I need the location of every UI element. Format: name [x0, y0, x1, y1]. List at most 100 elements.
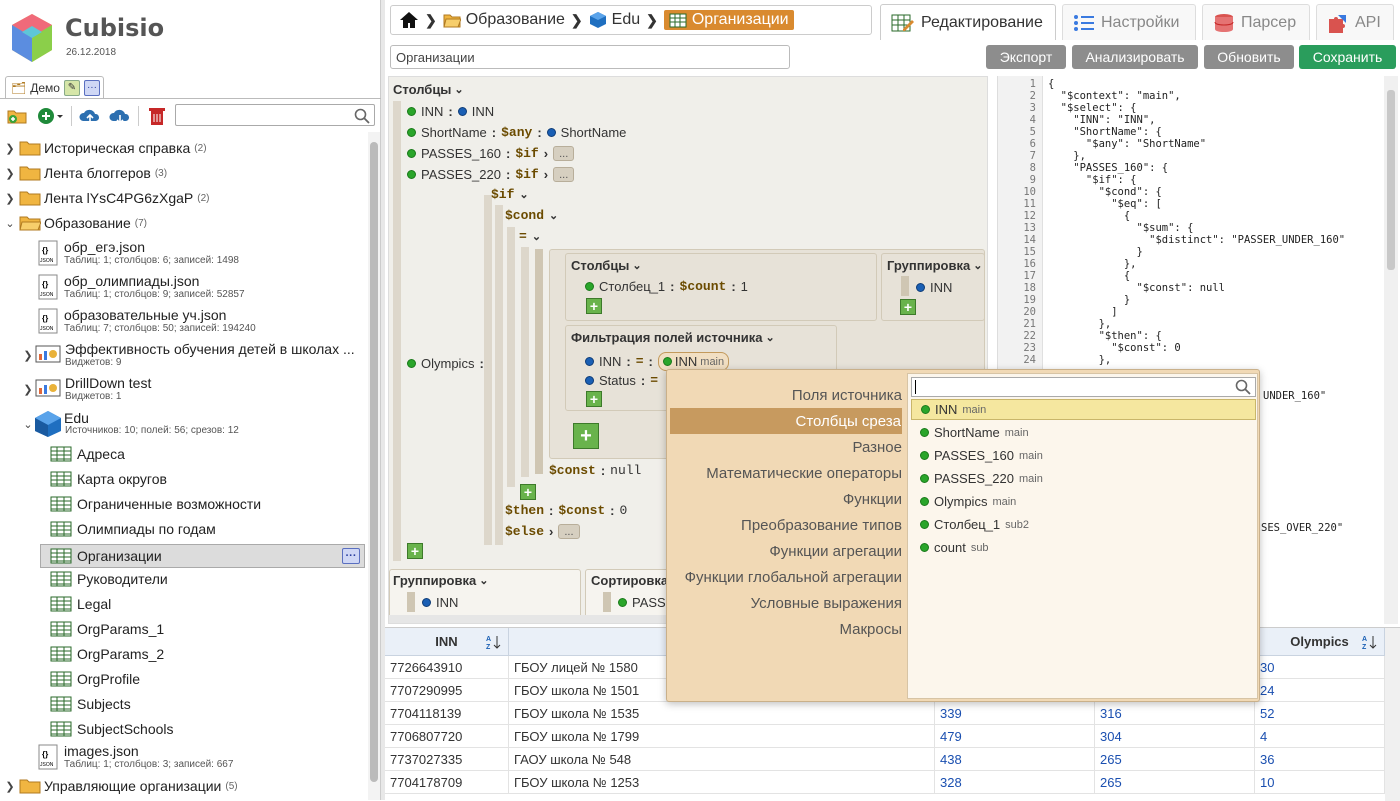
column-row[interactable]: INN: INN	[407, 104, 494, 119]
table-cell[interactable]: 265	[1095, 771, 1255, 794]
export-button[interactable]: Экспорт	[986, 45, 1066, 69]
column-row[interactable]: PASSES_160: $if › ...	[407, 146, 575, 161]
chevron-down-icon[interactable]: ⌄	[765, 332, 775, 344]
tree-json-file[interactable]: {}JSON обр_егэ.json Таблиц: 1; столбцов:…	[38, 238, 239, 268]
add-section-button[interactable]: +	[573, 423, 599, 449]
grouping-row[interactable]: INN	[422, 595, 458, 610]
tree-slice[interactable]: Subjects	[50, 694, 131, 714]
scroll-thumb[interactable]	[1387, 90, 1395, 270]
tree-slice[interactable]: Руководители	[50, 569, 168, 589]
eq-operator[interactable]: =⌄	[519, 229, 541, 244]
chevron-right-icon[interactable]: ❯	[23, 349, 33, 362]
add-column-button[interactable]: +	[586, 298, 602, 314]
table-cell[interactable]: 52	[1255, 702, 1385, 725]
chevron-down-icon[interactable]: ⌄	[549, 210, 559, 222]
tree-folder[interactable]: ❯Управляющие организации(5)	[4, 777, 237, 795]
tree-folder[interactable]: ❯ Историческая справка (2)	[4, 139, 206, 157]
popup-category[interactable]: Макросы	[839, 621, 902, 638]
inner-columns-header[interactable]: Столбцы⌄	[571, 258, 642, 273]
table-cell[interactable]: ГБОУ школа № 1535	[509, 702, 935, 725]
table-cell[interactable]: 479	[935, 725, 1095, 748]
popup-category[interactable]: Поля источника	[791, 387, 902, 404]
chevron-down-icon[interactable]: ⌄	[479, 575, 489, 587]
project-menu-button[interactable]: ···	[83, 79, 100, 96]
add-operand-button[interactable]: +	[520, 484, 536, 500]
if-operator[interactable]: $if⌄	[491, 187, 529, 202]
tree-json-file[interactable]: {}JSON образовательные уч.json Таблиц: 7…	[38, 306, 256, 336]
tree-slice[interactable]: OrgProfile	[50, 669, 140, 689]
popup-category[interactable]: Разное	[852, 439, 902, 456]
table-cell[interactable]: 24	[1255, 679, 1385, 702]
drag-handle[interactable]	[407, 592, 415, 612]
popup-search-input[interactable]	[911, 377, 1256, 397]
drag-handle[interactable]	[901, 276, 909, 296]
table-cell[interactable]: 328	[935, 771, 1095, 794]
cond-operator[interactable]: $cond⌄	[505, 208, 558, 223]
tree-json-file[interactable]: {}JSON обр_олимпиады.json Таблиц: 1; сто…	[38, 272, 245, 302]
home-icon[interactable]	[399, 11, 419, 29]
tab-settings[interactable]: Настройки	[1062, 4, 1196, 40]
popup-category[interactable]: Функции агрегации	[769, 543, 902, 560]
sort-az-icon[interactable]: AZ	[1362, 634, 1378, 650]
breadcrumb-item[interactable]: Образование	[443, 11, 565, 29]
add-root-column-button[interactable]: +	[407, 543, 423, 559]
collapsed-expression[interactable]: ...	[558, 524, 580, 539]
filter-row[interactable]: INN: =: INN main	[585, 352, 730, 371]
column-row[interactable]: PASSES_220: $if › ...	[407, 167, 575, 182]
tree-folder[interactable]: ❯ Лента блоггеров (3)	[4, 164, 167, 182]
json-scrollbar[interactable]	[1384, 76, 1398, 624]
upload-button[interactable]	[78, 105, 102, 127]
popup-category[interactable]: Функции глобальной агрегации	[684, 569, 902, 586]
else-row[interactable]: $else › ...	[505, 524, 580, 539]
chevron-right-icon[interactable]: ❯	[5, 142, 15, 155]
chevron-right-icon[interactable]: ›	[543, 167, 549, 182]
breadcrumb-item-active[interactable]: Организации	[663, 10, 794, 30]
table-cell[interactable]: 316	[1095, 702, 1255, 725]
chevron-right-icon[interactable]: ❯	[5, 192, 15, 205]
table-cell[interactable]: 7707290995	[385, 679, 509, 702]
popup-category[interactable]: Преобразование типов	[741, 517, 902, 534]
table-cell[interactable]: 7726643910	[385, 656, 509, 679]
edit-pencil-icon[interactable]: ✎	[63, 79, 80, 96]
filter-row[interactable]: Status: =	[585, 373, 658, 388]
analyze-button[interactable]: Анализировать	[1072, 45, 1198, 69]
tab-edit[interactable]: Редактирование	[880, 4, 1056, 40]
chevron-down-icon[interactable]: ⌄	[531, 231, 542, 243]
chevron-down-icon[interactable]: ⌄	[519, 189, 529, 201]
chevron-down-icon[interactable]: ⌄	[632, 260, 642, 272]
chevron-down-icon[interactable]: ⌄	[5, 217, 15, 230]
table-cell[interactable]: 7706807720	[385, 725, 509, 748]
breadcrumb-item[interactable]: Edu	[589, 11, 640, 29]
table-cell[interactable]: 339	[935, 702, 1095, 725]
tree-slice[interactable]: Адреса	[50, 444, 125, 464]
popup-category[interactable]: Математические операторы	[706, 465, 902, 482]
tree-slice[interactable]: SubjectSchools	[50, 719, 174, 739]
chevron-right-icon[interactable]: ❯	[5, 780, 15, 793]
grouping-row[interactable]: INN	[916, 280, 952, 295]
panel-splitter[interactable]	[381, 0, 385, 800]
inner-grouping-header[interactable]: Группировка⌄	[887, 258, 982, 273]
chevron-right-icon[interactable]: ›	[549, 524, 554, 539]
tree-dashboard[interactable]: ❯ DrillDown test Виджетов: 1	[22, 374, 151, 404]
filter-header[interactable]: Фильтрация полей источника⌄	[571, 330, 775, 345]
chevron-right-icon[interactable]: ❯	[5, 167, 15, 180]
table-cell[interactable]: ГБОУ школа № 1253	[509, 771, 935, 794]
table-cell[interactable]: 10	[1255, 771, 1385, 794]
sort-az-icon[interactable]: AZ	[486, 634, 502, 650]
tree-slice[interactable]: Legal	[50, 594, 111, 614]
tree-folder[interactable]: ⌄ Образование (7)	[4, 214, 147, 232]
table-cell[interactable]: 438	[935, 748, 1095, 771]
const-row[interactable]: $const: null	[549, 463, 642, 478]
popup-category[interactable]: Условные выражения	[750, 595, 902, 612]
tab-api[interactable]: API	[1316, 4, 1394, 40]
download-button[interactable]	[108, 105, 132, 127]
table-cell[interactable]: 7704118139	[385, 702, 509, 725]
